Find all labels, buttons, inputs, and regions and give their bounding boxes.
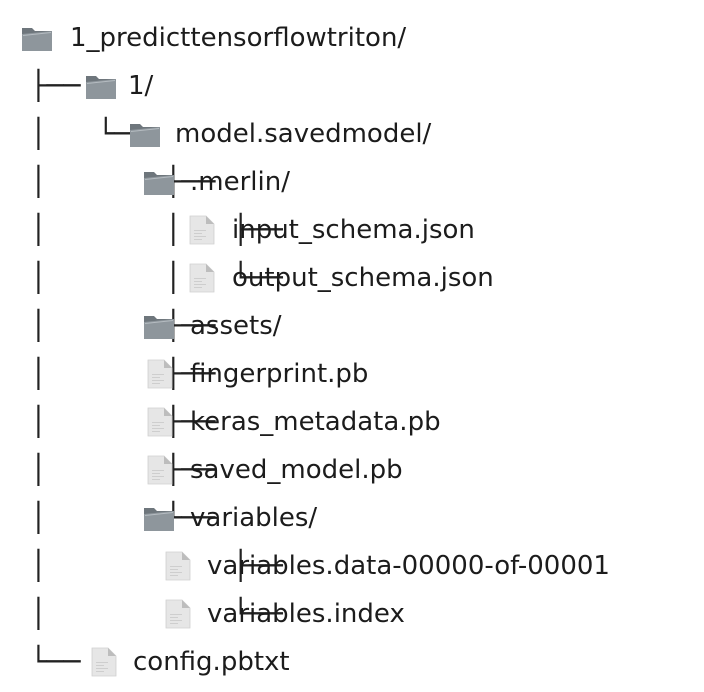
tree-row[interactable]: │ ├──variables.data-00000-of-00001 (0, 542, 704, 590)
folder-name: model.savedmodel/ (175, 119, 432, 149)
folder-name: 1_predicttensorflowtriton/ (70, 23, 407, 53)
tree-guide-lines: ├── (30, 69, 81, 102)
folder-icon (142, 502, 176, 534)
tree-row[interactable]: │ ├──saved_model.pb (0, 446, 704, 494)
folder-icon (142, 166, 176, 198)
tree-guide-lines: │ ├── (30, 309, 216, 342)
file-name: saved_model.pb (190, 455, 403, 485)
file-name: output_schema.json (232, 263, 494, 293)
folder-icon (84, 70, 118, 102)
tree-guide-lines: │ ├── (30, 357, 216, 390)
tree-row[interactable]: │ ├──.merlin/ (0, 158, 704, 206)
tree-row[interactable]: │ └──variables.index (0, 590, 704, 638)
file-icon (160, 598, 194, 630)
tree-guide-lines: │ ├── (30, 405, 216, 438)
tree-guide-lines: │ └── (30, 501, 216, 534)
tree-guide-lines: │ ├── (30, 549, 283, 582)
folder-name: 1/ (128, 71, 154, 101)
file-name: variables.index (207, 599, 405, 629)
file-icon (160, 550, 194, 582)
file-name: input_schema.json (232, 215, 475, 245)
tree-row[interactable]: │ │ └──output_schema.json (0, 254, 704, 302)
tree-row[interactable]: │ ├──assets/ (0, 302, 704, 350)
file-name: fingerprint.pb (190, 359, 369, 389)
folder-icon (142, 310, 176, 342)
file-name: config.pbtxt (133, 647, 290, 677)
tree-row[interactable]: │ ├──keras_metadata.pb (0, 398, 704, 446)
tree-row[interactable]: 1_predicttensorflowtriton/ (0, 14, 704, 62)
tree-row[interactable]: │ └──variables/ (0, 494, 704, 542)
tree-row[interactable]: │ │ ├──input_schema.json (0, 206, 704, 254)
file-icon (184, 262, 218, 294)
folder-name: variables/ (190, 503, 318, 533)
folder-name: .merlin/ (190, 167, 290, 197)
folder-icon (128, 118, 162, 150)
file-name: keras_metadata.pb (190, 407, 441, 437)
tree-guide-lines: │ │ └── (30, 261, 283, 294)
folder-name: assets/ (190, 311, 282, 341)
tree-guide-lines: │ ├── (30, 453, 216, 486)
tree-guide-lines: │ ├── (30, 165, 216, 198)
file-icon (86, 646, 120, 678)
tree-guide-lines: └── (30, 645, 81, 678)
tree-row[interactable]: ├── 1/ (0, 62, 704, 110)
file-name: variables.data-00000-of-00001 (207, 551, 610, 581)
file-icon (142, 358, 176, 390)
tree-row[interactable]: │ └──model.savedmodel/ (0, 110, 704, 158)
tree-row[interactable]: │ ├──fingerprint.pb (0, 350, 704, 398)
tree-row[interactable]: └── config.pbtxt (0, 638, 704, 686)
file-icon (142, 406, 176, 438)
tree-guide-lines: │ │ ├── (30, 213, 283, 246)
tree-guide-lines: │ └── (30, 597, 283, 630)
folder-icon (20, 22, 54, 54)
file-icon (142, 454, 176, 486)
file-icon (184, 214, 218, 246)
